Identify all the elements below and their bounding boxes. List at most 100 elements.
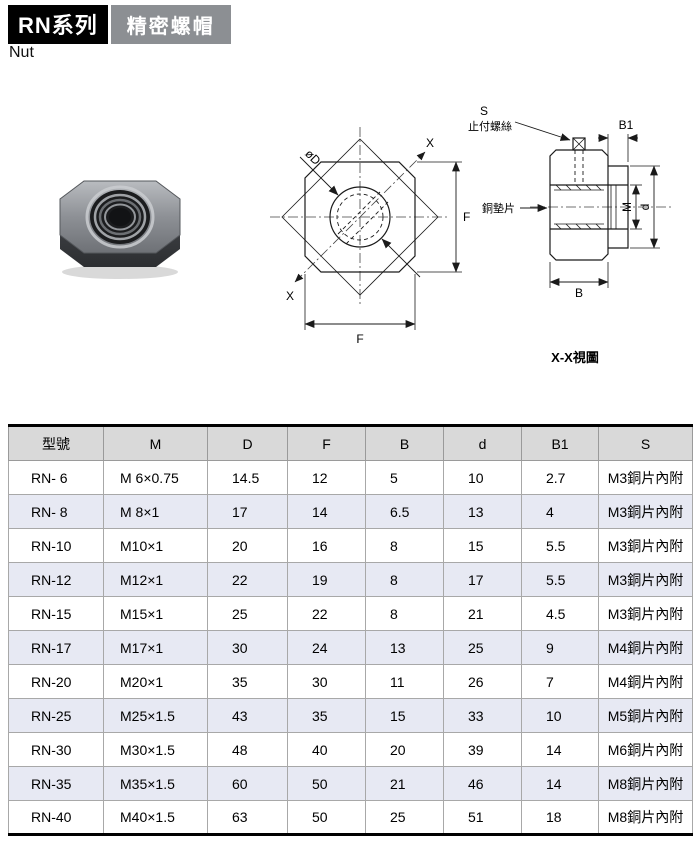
spec-cell: M30×1.5 <box>103 732 208 767</box>
spec-cell: M12×1 <box>103 562 208 597</box>
spec-cell: M15×1 <box>103 596 208 631</box>
nut-photo <box>59 180 181 279</box>
spec-cell: 43 <box>207 698 288 733</box>
spec-cell: 17 <box>207 494 288 529</box>
spec-cell: 24 <box>287 630 366 665</box>
spec-cell: 8 <box>365 596 444 631</box>
section-view-caption: X-X視圖 <box>551 350 599 365</box>
spec-cell: 11 <box>365 664 444 699</box>
spec-cell: RN-25 <box>8 698 104 733</box>
spec-cell: 30 <box>287 664 366 699</box>
s-symbol-label: S <box>480 104 488 118</box>
spec-cell: M8銅片內附 <box>598 800 693 835</box>
spec-cell: RN-12 <box>8 562 104 597</box>
spec-cell: 51 <box>443 800 522 835</box>
spec-cell: 60 <box>207 766 288 801</box>
series-badge: RN系列 <box>8 5 108 44</box>
column-header: B <box>365 425 444 461</box>
spec-cell: 2.7 <box>521 460 599 495</box>
spec-cell: M25×1.5 <box>103 698 208 733</box>
side-view: S 止付螺絲 B1 銅墊片 M d B <box>468 104 674 365</box>
spec-cell: 21 <box>365 766 444 801</box>
spec-cell: 50 <box>287 800 366 835</box>
spec-cell: 18 <box>521 800 599 835</box>
spec-cell: 13 <box>365 630 444 665</box>
spec-cell: M3銅片內附 <box>598 528 693 563</box>
title-bar: RN系列 精密螺帽 <box>8 5 231 44</box>
spec-cell: 46 <box>443 766 522 801</box>
column-header: D <box>207 425 288 461</box>
nut-photo-shape <box>59 180 181 279</box>
spec-cell: 6.5 <box>365 494 444 529</box>
set-screw-label: 止付螺絲 <box>468 119 512 133</box>
column-header: M <box>103 425 208 461</box>
spec-cell: 20 <box>365 732 444 767</box>
spec-cell: M3銅片內附 <box>598 596 693 631</box>
spec-cell: 19 <box>287 562 366 597</box>
spec-cell: 26 <box>443 664 522 699</box>
column-header: 型號 <box>8 425 104 461</box>
spec-cell: M 8×1 <box>103 494 208 529</box>
spec-cell: RN- 6 <box>8 460 104 495</box>
spec-cell: 22 <box>207 562 288 597</box>
spec-cell: 7 <box>521 664 599 699</box>
spec-cell: M20×1 <box>103 664 208 699</box>
thread-hatch <box>555 184 602 230</box>
spec-cell: RN-40 <box>8 800 104 835</box>
spec-cell: 35 <box>207 664 288 699</box>
category-badge: 精密螺帽 <box>110 5 231 44</box>
spec-cell: 30 <box>207 630 288 665</box>
spec-cell: 20 <box>207 528 288 563</box>
f-bottom-label: F <box>356 332 363 346</box>
spec-cell: M 6×0.75 <box>103 460 208 495</box>
spec-cell: M3銅片內附 <box>598 460 693 495</box>
spec-cell: M35×1.5 <box>103 766 208 801</box>
column-header: S <box>598 425 693 461</box>
spec-cell: 48 <box>207 732 288 767</box>
spec-cell: RN-35 <box>8 766 104 801</box>
spec-cell: 10 <box>443 460 522 495</box>
spec-cell: RN-17 <box>8 630 104 665</box>
spec-cell: 13 <box>443 494 522 529</box>
spec-cell: 8 <box>365 562 444 597</box>
spec-cell: M3銅片內附 <box>598 562 693 597</box>
spec-cell: RN-30 <box>8 732 104 767</box>
m-label: M <box>620 202 634 212</box>
d-label: d <box>638 204 652 211</box>
washer-label: 銅墊片 <box>482 201 515 215</box>
spec-cell: 5.5 <box>521 528 599 563</box>
spec-cell: 9 <box>521 630 599 665</box>
spec-cell: 15 <box>365 698 444 733</box>
spec-cell: M3銅片內附 <box>598 494 693 529</box>
spec-cell: 50 <box>287 766 366 801</box>
spec-cell: 5.5 <box>521 562 599 597</box>
spec-cell: 5 <box>365 460 444 495</box>
spec-cell: 14.5 <box>207 460 288 495</box>
spec-cell: 39 <box>443 732 522 767</box>
spec-cell: 15 <box>443 528 522 563</box>
spec-cell: 33 <box>443 698 522 733</box>
b-label: B <box>575 286 583 300</box>
spec-cell: 25 <box>365 800 444 835</box>
spec-cell: M4銅片內附 <box>598 664 693 699</box>
spec-cell: M5銅片內附 <box>598 698 693 733</box>
spec-cell: M8銅片內附 <box>598 766 693 801</box>
spec-cell: RN-20 <box>8 664 104 699</box>
technical-drawing: X X øD F F <box>270 104 674 365</box>
spec-cell: 22 <box>287 596 366 631</box>
spec-cell: M17×1 <box>103 630 208 665</box>
spec-cell: 4 <box>521 494 599 529</box>
spec-cell: 25 <box>207 596 288 631</box>
spec-cell: 14 <box>521 732 599 767</box>
column-header: B1 <box>521 425 599 461</box>
